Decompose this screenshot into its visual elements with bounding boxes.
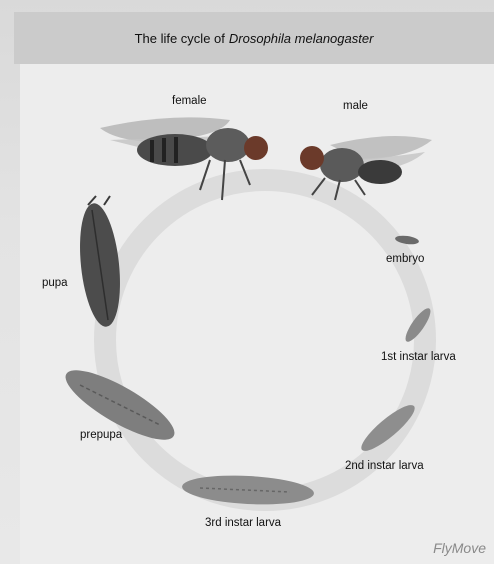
embryo-label: embryo <box>386 253 424 265</box>
larva2-label: 2nd instar larva <box>345 460 424 472</box>
larva3-label: 3rd instar larva <box>205 517 281 529</box>
larva1-label: 1st instar larva <box>381 351 456 363</box>
male-label: male <box>343 100 368 112</box>
cycle-ring <box>105 180 425 500</box>
female-label: female <box>172 95 207 107</box>
prepupa-label: prepupa <box>80 429 122 441</box>
watermark: FlyMove <box>433 540 486 556</box>
pupa-label: pupa <box>42 277 68 289</box>
